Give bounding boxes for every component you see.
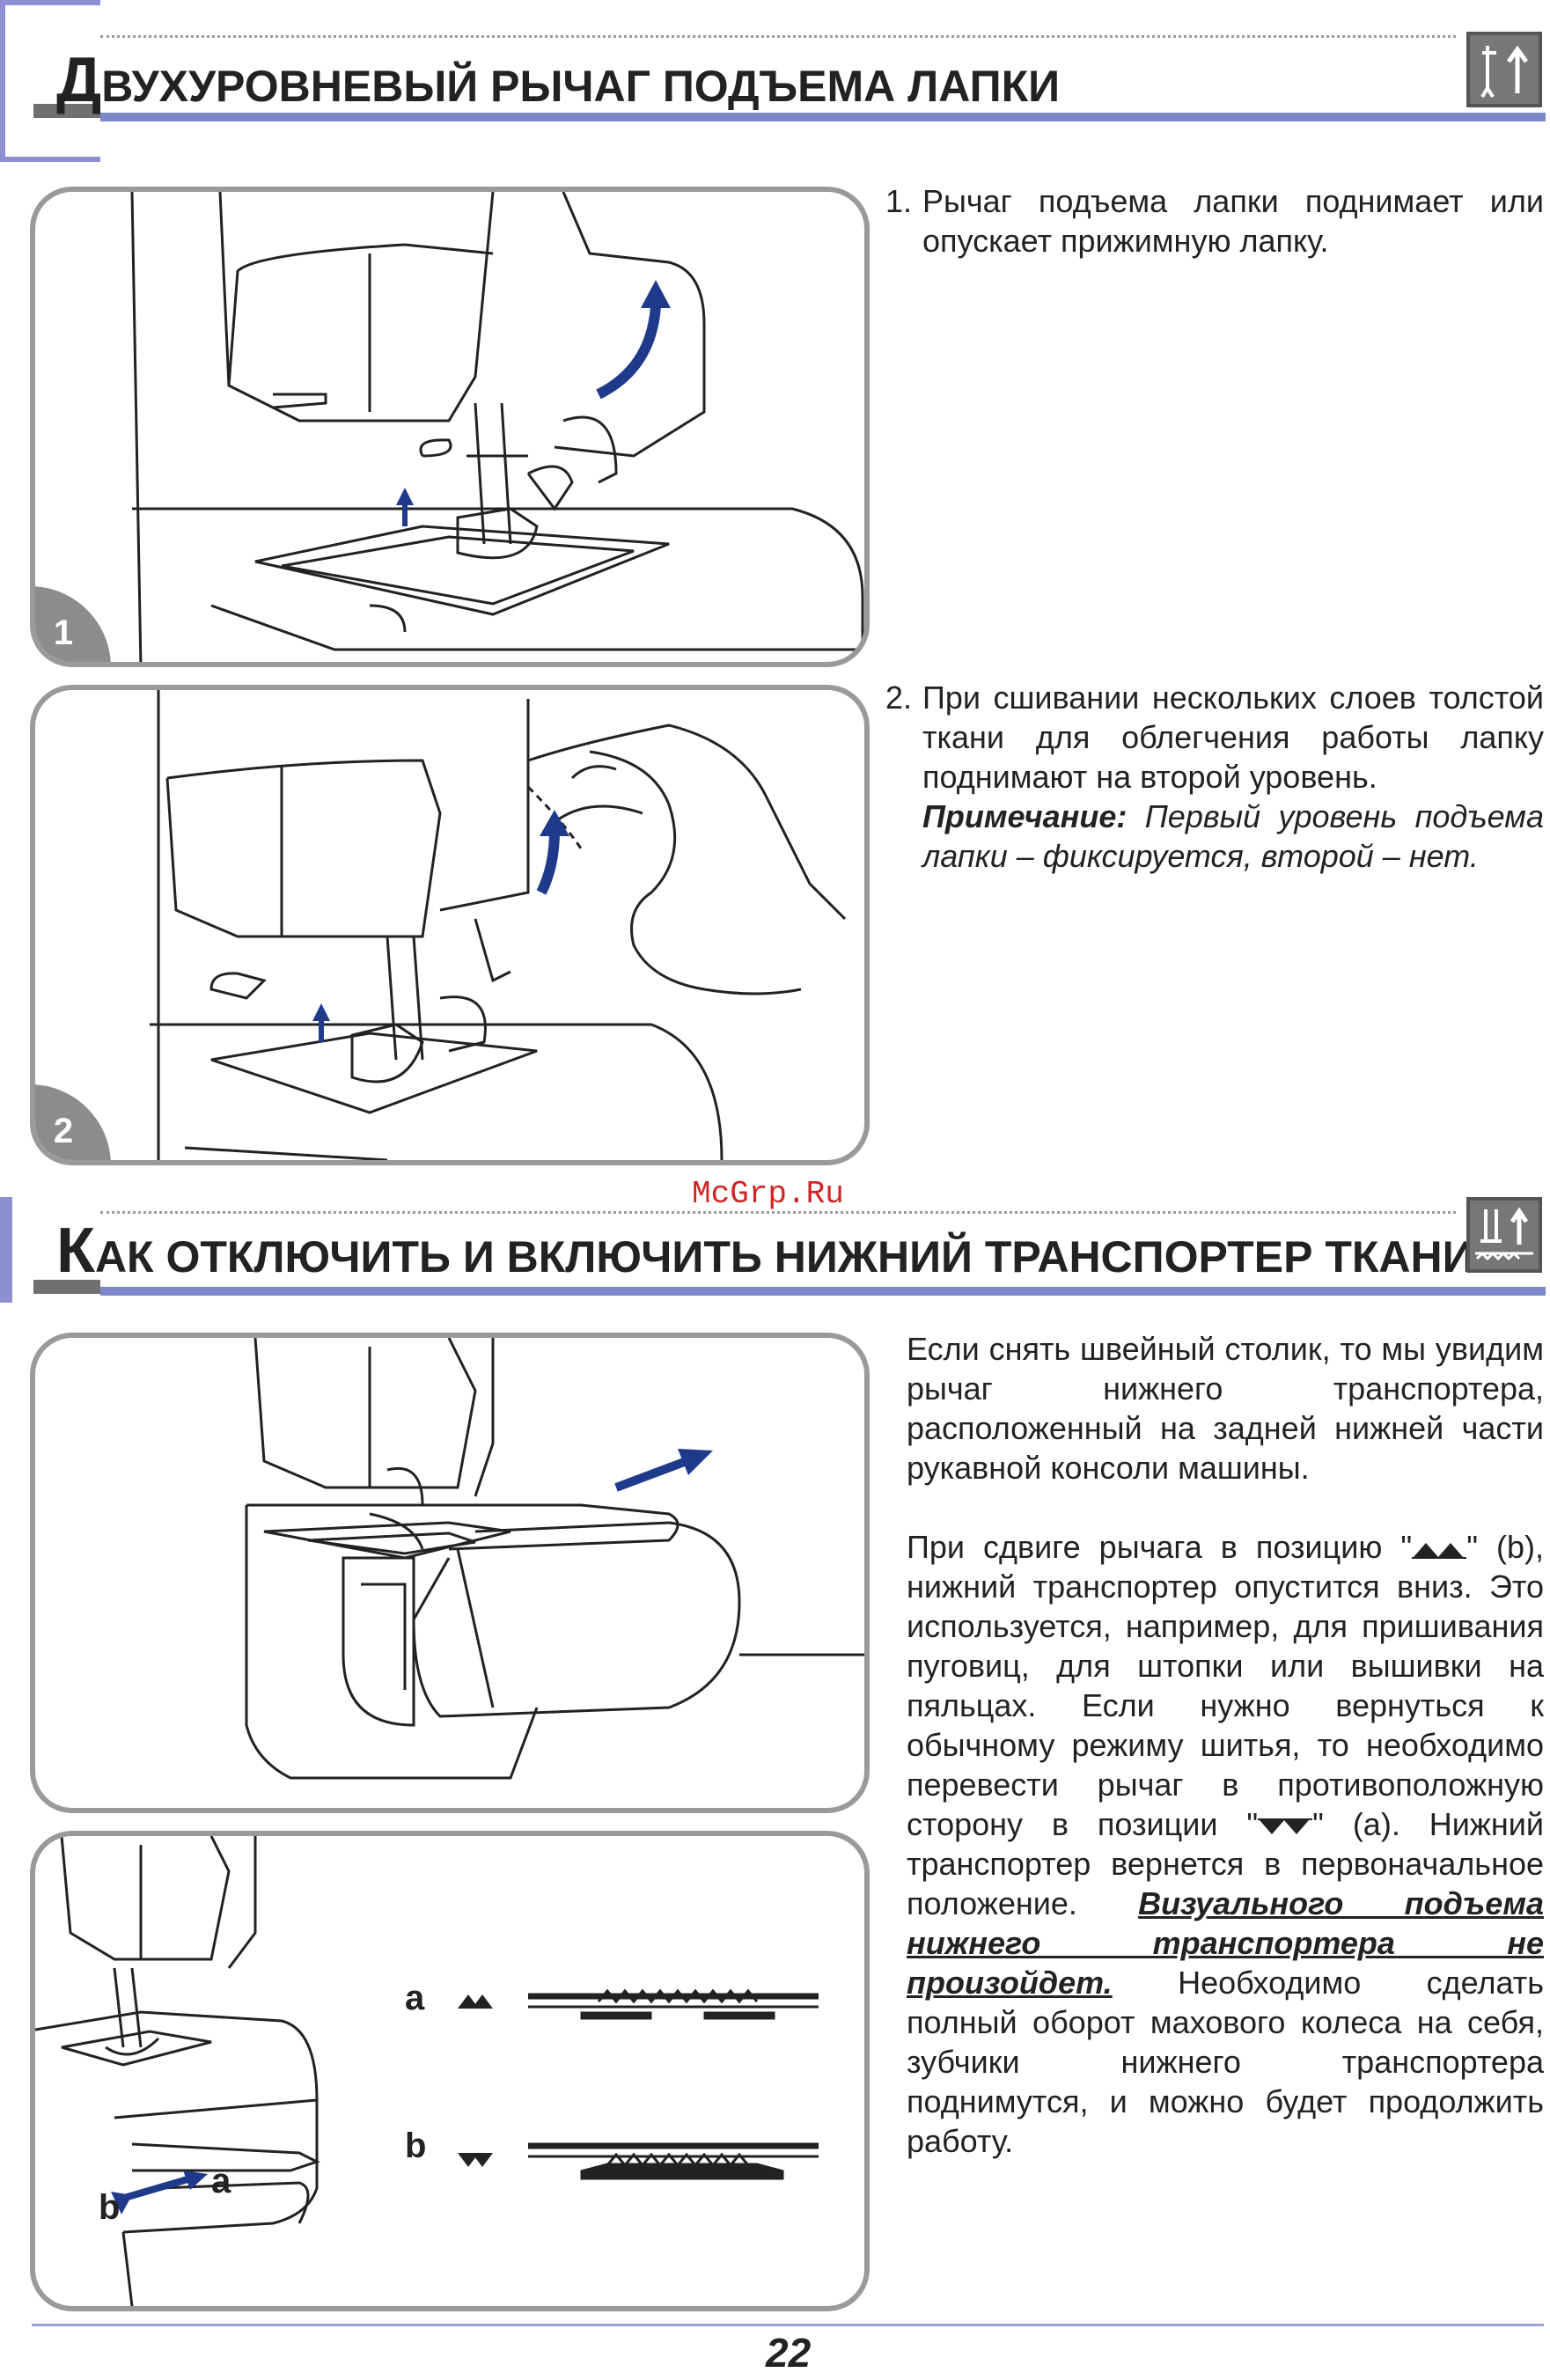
section2-header: КАК ОТКЛЮЧИТЬ И ВКЛЮЧИТЬ НИЖНИЙ ТРАНСПОР… [0, 1197, 1550, 1303]
header-dots [100, 35, 1456, 41]
note: Примечание: Первый уровень подъема лапки… [922, 797, 1544, 876]
feed-dog-lever-illustration [35, 1836, 819, 2306]
feed-dog-raised-icon [1412, 1543, 1467, 1560]
header-frame-top [0, 0, 100, 5]
section1-header: ДВУХУРОВНЕВЫЙ РЫЧАГ ПОДЪЕМА ЛАПКИ [0, 0, 1550, 167]
header-frame [0, 1197, 12, 1303]
note-label: Примечание: [922, 798, 1128, 834]
figure-4: a b a b [30, 1831, 870, 2311]
step-1-number: 1. [885, 183, 913, 219]
lever-label-a: a [211, 2162, 231, 2200]
diagram-label-a: a [405, 1979, 425, 2017]
step-2-text: При сшивании нескольких слоев толстой тк… [922, 679, 1544, 795]
lever-label-b: b [99, 2188, 121, 2227]
important-note: Визуального подъема нижнего транспортера… [907, 1885, 1544, 2001]
step-1: 1. Рычаг подъема лапки поднимает или опу… [885, 181, 1544, 261]
presser-foot-lever-icon [1466, 32, 1542, 107]
header-bar-grey [33, 104, 100, 118]
step-2-number: 2. [885, 679, 913, 716]
sewing-machine-illustration-2 [150, 690, 847, 1160]
section-title: КАК ОТКЛЮЧИТЬ И ВКЛЮЧИТЬ НИЖНИЙ ТРАНСПОР… [56, 1216, 1474, 1286]
sewing-machine-illustration-1 [130, 192, 864, 662]
watermark: McGrp.Ru [692, 1176, 844, 1212]
feed-dog-icon [1466, 1197, 1542, 1273]
paragraph-2: При сдвиге рычага в позицию "" (b), нижн… [907, 1529, 1545, 2159]
figure-3 [30, 1333, 870, 1813]
paragraph-1: Если снять швейный столик, то мы увидим … [907, 1331, 1544, 1486]
header-bar-grey [33, 1280, 100, 1294]
footer-line [32, 2324, 1544, 2326]
page-number: 22 [766, 2330, 812, 2376]
section2-text: Если снять швейный столик, то мы увидим … [907, 1329, 1544, 2161]
feed-dog-lowered-icon [1258, 1818, 1313, 1835]
header-bar [100, 1287, 1546, 1296]
header-bar [100, 113, 1546, 121]
remove-table-illustration [245, 1338, 864, 1780]
figure-2: 2 [30, 685, 870, 1165]
step-2: 2. При сшивании нескольких слоев толстой… [885, 678, 1544, 876]
step-1-text: Рычаг подъема лапки поднимает или опуска… [922, 183, 1544, 259]
page-title: ДВУХУРОВНЕВЫЙ РЫЧАГ ПОДЪЕМА ЛАПКИ [56, 45, 1061, 115]
header-frame [0, 0, 100, 162]
header-dots [100, 1211, 1456, 1217]
figure-1: 1 [30, 187, 870, 667]
diagram-label-b: b [405, 2127, 427, 2165]
note-text: Первый уровень подъема лапки – фиксирует… [922, 798, 1544, 874]
